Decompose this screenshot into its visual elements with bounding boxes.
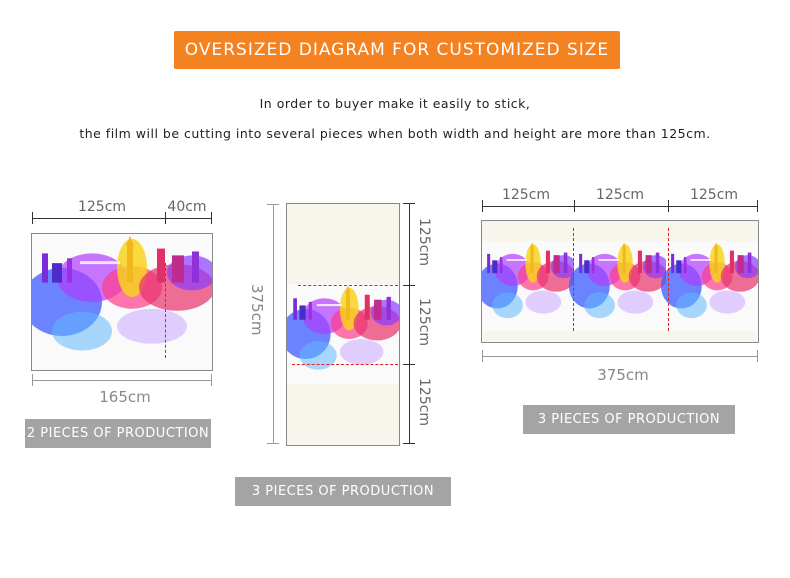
dim-right-bottom: 375cm bbox=[597, 366, 649, 384]
dim-tick bbox=[482, 350, 483, 362]
dim-tick bbox=[211, 212, 212, 224]
dim-line-right-top bbox=[482, 206, 758, 207]
dim-left-bottom: 165cm bbox=[99, 388, 151, 406]
dim-tick bbox=[757, 350, 758, 362]
cut-line-horizontal bbox=[292, 364, 398, 365]
title-banner: OVERSIZED DIAGRAM FOR CUSTOMIZED SIZE bbox=[174, 31, 620, 69]
watercolor-skyline-image bbox=[287, 284, 399, 384]
dim-right-top-1: 125cm bbox=[501, 187, 551, 203]
dim-tick bbox=[32, 374, 33, 386]
dim-tick bbox=[267, 204, 279, 205]
dim-tick bbox=[403, 285, 415, 286]
dim-tick bbox=[165, 212, 166, 224]
dim-line-left-bottom bbox=[32, 380, 212, 381]
dim-tick bbox=[482, 200, 483, 212]
cut-line-horizontal bbox=[298, 285, 398, 286]
badge-3-pieces-vertical: 3 PIECES OF PRODUCTION bbox=[235, 477, 451, 506]
dim-tick bbox=[403, 443, 415, 444]
artwork-right bbox=[481, 220, 759, 343]
dim-tick bbox=[211, 374, 212, 386]
artwork-left bbox=[31, 233, 213, 371]
dim-tick bbox=[267, 443, 279, 444]
watercolor-skyline-image bbox=[482, 241, 758, 331]
artwork-middle bbox=[286, 203, 400, 446]
badge-2-pieces: 2 PIECES OF PRODUCTION bbox=[25, 419, 211, 448]
dim-tick bbox=[668, 200, 669, 212]
cut-line-vertical bbox=[165, 263, 166, 358]
intro-line-1: In order to buyer make it easily to stic… bbox=[259, 96, 531, 111]
dim-left-top-2: 40cm bbox=[167, 199, 207, 215]
cut-line-vertical bbox=[573, 228, 574, 331]
dim-tick bbox=[403, 364, 415, 365]
dim-tick bbox=[32, 212, 33, 224]
dim-line-middle-right bbox=[409, 203, 410, 444]
dim-line-middle-left bbox=[273, 204, 274, 444]
dim-tick bbox=[757, 200, 758, 212]
dim-left-top-1: 125cm bbox=[77, 199, 127, 215]
cut-line-vertical bbox=[668, 228, 669, 331]
dim-line-right-bottom bbox=[482, 356, 758, 357]
intro-line-2: the film will be cutting into several pi… bbox=[79, 126, 711, 141]
dim-middle-right-3: 125cm bbox=[416, 378, 432, 427]
dim-right-top-2: 125cm bbox=[595, 187, 645, 203]
watercolor-skyline-image bbox=[32, 234, 212, 370]
dim-tick bbox=[574, 200, 575, 212]
dim-middle-side: 375cm bbox=[248, 284, 266, 336]
dim-middle-right-1: 125cm bbox=[416, 218, 432, 267]
dim-middle-right-2: 125cm bbox=[416, 298, 432, 347]
dim-right-top-3: 125cm bbox=[689, 187, 739, 203]
dim-line-left-top bbox=[32, 218, 212, 219]
dim-tick bbox=[403, 203, 415, 204]
badge-3-pieces-horizontal: 3 PIECES OF PRODUCTION bbox=[523, 405, 735, 434]
